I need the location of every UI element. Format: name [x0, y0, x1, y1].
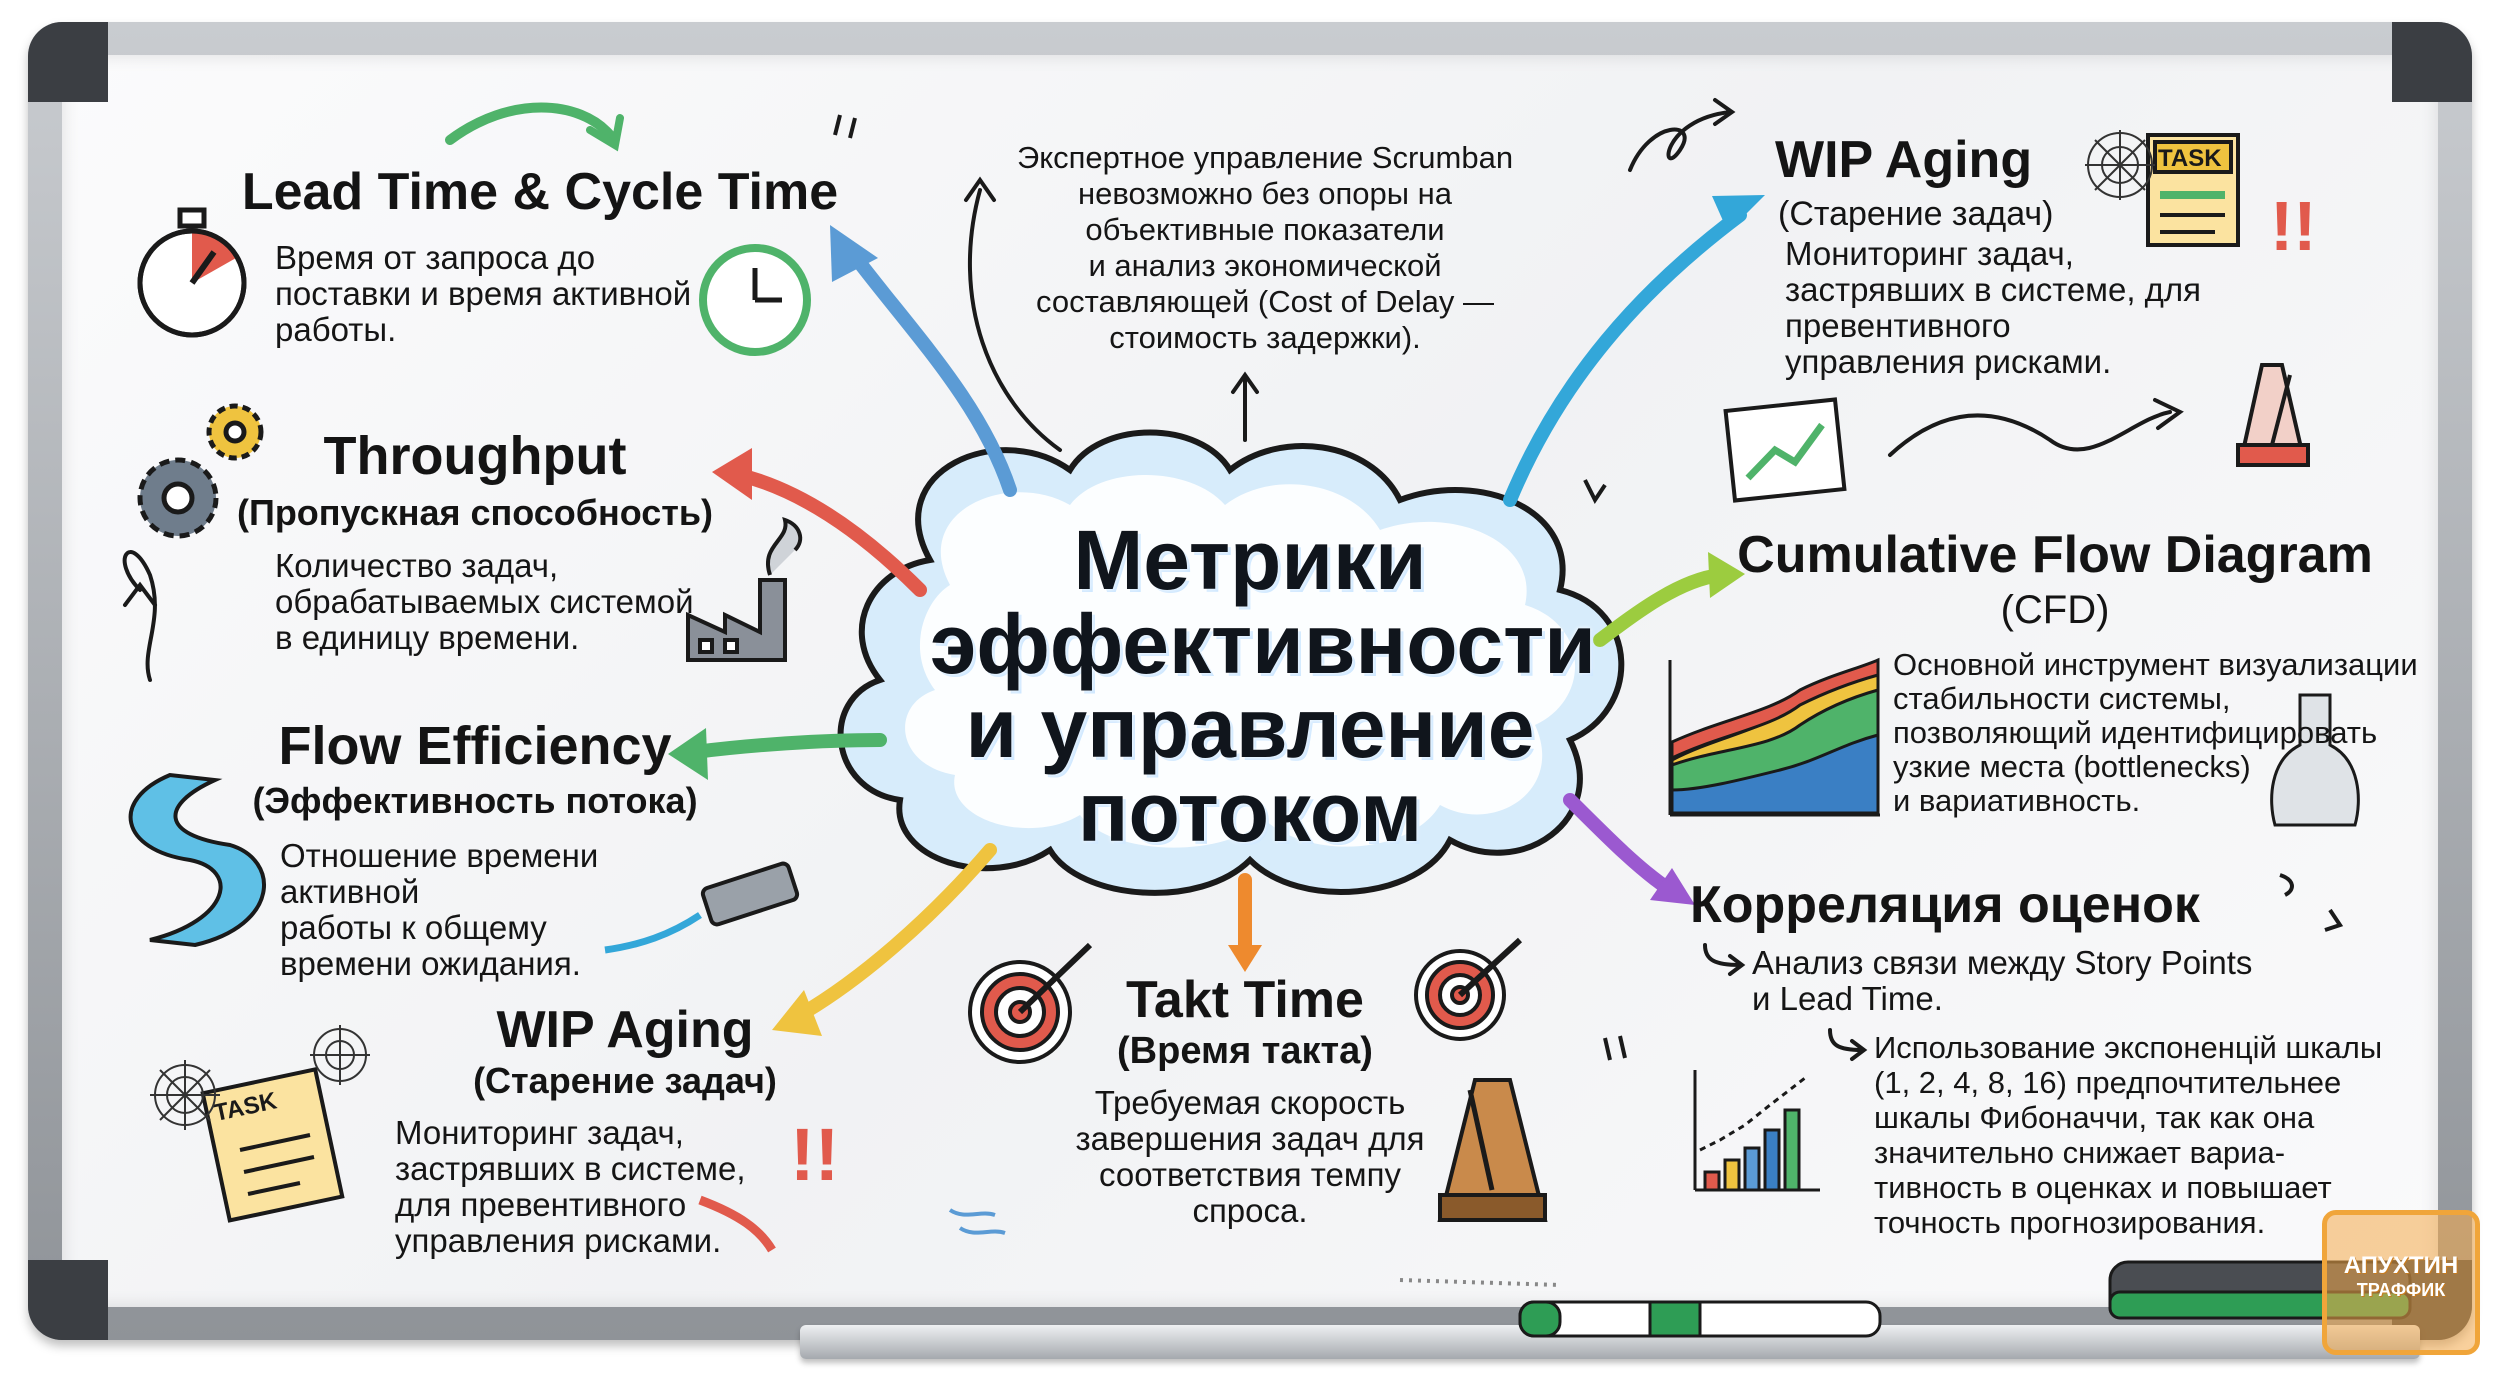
- exclamation-icon: !!: [790, 1113, 839, 1196]
- throughput-text: Количество задач, обрабатываемых системо…: [275, 547, 694, 656]
- correlation-bullet-2: [1828, 1028, 1864, 1052]
- correlation-bullet-1: [1703, 943, 1742, 967]
- center-title: Метрики эффективности и управление поток…: [930, 513, 1596, 859]
- flow-efficiency-subtitle: (Эффективность потока): [252, 780, 698, 821]
- lead-time-text: Время от запроса до поставки и время акт…: [275, 239, 692, 348]
- arrow-to-correlation: [1563, 793, 1677, 897]
- gears-icon: [137, 403, 264, 539]
- stopwatch-icon: [137, 207, 247, 338]
- watermark-line-1: АПУХТИН: [2343, 1252, 2459, 1279]
- intro-text: Экспертное управление Scrumban невозможн…: [1016, 140, 1514, 355]
- wip-left-subtitle: (Старение задач): [473, 1060, 777, 1101]
- cfd-subtitle: (CFD): [2000, 588, 2110, 632]
- spider-web-icon-right: [2085, 130, 2155, 200]
- pipe-icon: [604, 861, 800, 954]
- wave-arrow: [1888, 410, 2172, 457]
- task-note-icon: TASK: [200, 1066, 345, 1223]
- throughput-title: Throughput: [323, 426, 627, 486]
- lead-time-title: Lead Time & Cycle Time: [241, 163, 839, 221]
- correlation-point-1: Анализ связи между Story Points и Lead T…: [1752, 944, 2253, 1017]
- cfd-title: Cumulative Flow Diagram: [1737, 526, 2373, 584]
- flow-efficiency-text: Отношение времени активной работы к обще…: [280, 837, 599, 982]
- watermark-line-2: ТРАФФИК: [2356, 1280, 2446, 1300]
- correlation-title: Корреляция оценок: [1690, 876, 2200, 934]
- correlation-point-2: Использование экспоненцій шкалы (1, 2, 4…: [1874, 1030, 2383, 1240]
- loop-arrow: [1628, 110, 1732, 172]
- task-note-icon-right: TASK: [2146, 133, 2240, 247]
- curl-left-arrow: [122, 550, 157, 682]
- wip-left-title: WIP Aging: [496, 1001, 754, 1059]
- wip-left-text: Мониторинг задач, застрявших в системе, …: [395, 1114, 746, 1259]
- takt-title: Takt Time: [1126, 971, 1364, 1029]
- watermark-logo: АПУХТИН ТРАФФИК: [2322, 1210, 2480, 1355]
- exclamation-icon-right: !!: [2270, 187, 2317, 265]
- throughput-subtitle: (Пропускная способность): [236, 492, 714, 533]
- wip-right-subtitle: (Старение задач): [1778, 195, 2054, 233]
- wip-right-title: WIP Aging: [1775, 131, 2033, 189]
- arrow-to-wip-right: [1503, 208, 1747, 507]
- wip-right-text: Мониторинг задач, застрявших в системе, …: [1785, 235, 2202, 380]
- frame-corner: [28, 22, 108, 102]
- intro-arrow-left: [967, 188, 1062, 452]
- target-icon-right: [1414, 937, 1523, 1041]
- flow-efficiency-title: Flow Efficiency: [278, 716, 672, 776]
- arrow-to-lead-time: [843, 243, 1017, 497]
- river-icon: [128, 772, 266, 948]
- metronome-small-icon: [2236, 363, 2310, 467]
- marker-icon: [1518, 1300, 1882, 1338]
- arrow-to-flow-efficiency: [688, 733, 887, 759]
- takt-subtitle: (Время такта): [1117, 1030, 1373, 1072]
- arrow-to-throughput: [733, 468, 927, 597]
- bar-chart-icon: [1693, 1070, 1820, 1192]
- takt-text: Требуемая скорость завершения задач для …: [1075, 1084, 1425, 1229]
- clock-icon: [699, 244, 811, 356]
- top-green-arrow: [445, 102, 615, 145]
- cfd-chart-icon: [1668, 657, 1880, 817]
- frame-corner: [28, 1260, 108, 1340]
- arrow-to-wip-left: [793, 843, 997, 1022]
- metronome-icon: [1437, 1078, 1548, 1222]
- target-icon-left: [968, 942, 1093, 1064]
- arrow-to-cfd: [1593, 568, 1727, 647]
- task-label-right: TASK: [2158, 145, 2222, 172]
- funnel-icon: [2270, 693, 2360, 827]
- cfd-text: Основной инструмент визуализации стабиль…: [1893, 647, 2418, 818]
- spider-web-icon: [150, 1025, 370, 1130]
- frame-corner: [2392, 22, 2472, 102]
- calendar-chart-icon: [1723, 397, 1847, 503]
- factory-icon: [686, 516, 803, 662]
